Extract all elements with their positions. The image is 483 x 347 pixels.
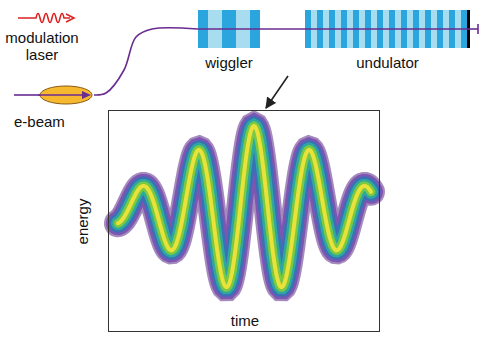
part-label: wiggler [205,54,253,71]
electron-bunch [38,84,94,106]
energy-band [118,126,371,287]
wiggler-body [198,10,260,48]
axis-label: time [231,312,259,329]
wiggler-magnet: wiggler [198,10,260,72]
arrow [266,76,288,108]
beam-line [94,28,198,95]
energy-band [118,126,371,287]
plot-frame: energytime [108,110,380,332]
energy-band [118,126,371,287]
energy-band [118,126,371,287]
laser-arrowhead [66,14,74,22]
energy-band [118,126,371,287]
undulator-magnet: undulator [305,10,470,72]
part-label: e-beam [14,113,65,130]
beam-line [260,28,305,30]
axis-label: energy [75,199,92,245]
undulator-body [305,10,470,48]
beam-end-tick [477,24,479,34]
phase-space-plot [118,126,371,287]
laser-wave [18,14,70,23]
beam-line [470,28,478,30]
beam-line [14,94,40,96]
part-label: modulation laser [2,29,82,63]
part-label: undulator [356,54,419,71]
beam-bunch: e-beam [10,84,94,132]
energy-band [118,126,371,287]
